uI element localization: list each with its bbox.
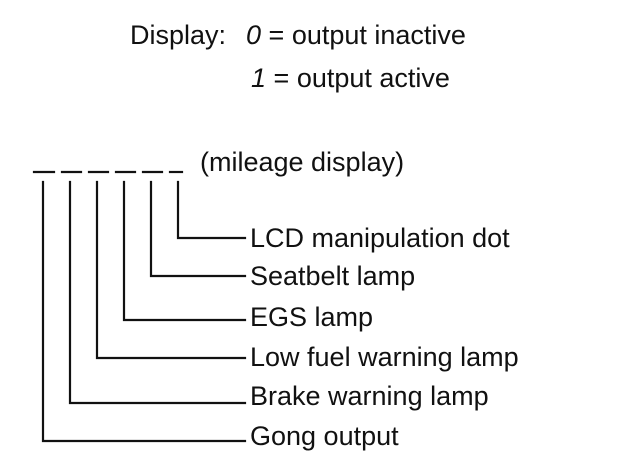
legend-text-active: = output active [273, 63, 450, 93]
label-gong-output: Gong output [250, 421, 399, 451]
leader-line-egs [122, 180, 247, 322]
label-brake-warning-lamp: Brake warning lamp [250, 381, 489, 411]
leader-line-low-fuel [95, 180, 247, 360]
mileage-display-note: (mileage display) [200, 147, 405, 177]
legend-digit-0: 0 [246, 20, 262, 50]
label-egs-lamp: EGS lamp [250, 302, 374, 332]
leader-line-gong [41, 180, 247, 443]
label-lcd-manipulation-dot: LCD manipulation dot [250, 223, 510, 253]
label-low-fuel-warning-lamp: Low fuel warning lamp [250, 342, 519, 372]
legend-prefix: Display: [130, 20, 227, 50]
label-seatbelt-lamp: Seatbelt lamp [250, 261, 416, 291]
legend-digit-1: 1 [251, 63, 267, 93]
leader-line-lcd-dot [176, 180, 247, 240]
leader-line-brake [68, 180, 247, 405]
legend-row-active: 1 = output active [251, 63, 450, 93]
legend-text-inactive: = output inactive [268, 20, 466, 50]
legend-row-inactive: 0 = output inactive [246, 20, 466, 50]
leader-line-seatbelt [149, 180, 247, 278]
